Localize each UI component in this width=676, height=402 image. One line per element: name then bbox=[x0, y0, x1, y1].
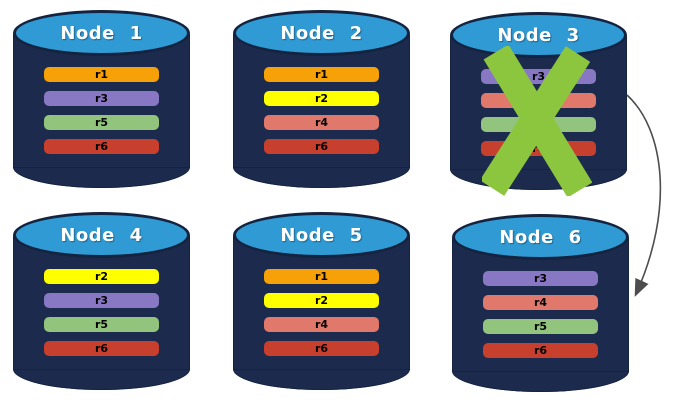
replica-row-label: r6 bbox=[94, 140, 109, 153]
replica-row: r5 bbox=[44, 317, 159, 332]
replica-row: r1 bbox=[264, 269, 379, 284]
replica-rows: r2 r3 r5 r6 bbox=[44, 269, 159, 356]
cylinder-top: Node 3 bbox=[450, 12, 627, 58]
node-title: Node 6 bbox=[499, 226, 582, 248]
replica-row-label: r2 bbox=[314, 92, 329, 105]
failed-x-icon bbox=[482, 46, 592, 196]
replica-rows: r1 r2 r4 r6 bbox=[264, 269, 379, 356]
db-node-6: Node 6 r3 r4 r5 r6 bbox=[452, 214, 629, 392]
node-title: Node 3 bbox=[497, 24, 580, 46]
replica-row-label: r5 bbox=[94, 318, 109, 331]
db-node-4: Node 4 r2 r3 r5 r6 bbox=[13, 212, 190, 390]
replica-row-label: r3 bbox=[94, 92, 109, 105]
db-node-3: Node 3 r3 r4 r5 r6 bbox=[450, 12, 627, 196]
replica-row-label: r3 bbox=[533, 272, 548, 285]
replica-row: r2 bbox=[44, 269, 159, 284]
replica-row-label: r1 bbox=[94, 68, 109, 81]
replica-row: r3 bbox=[44, 91, 159, 106]
replica-row: r4 bbox=[483, 295, 598, 310]
node-title: Node 5 bbox=[280, 224, 363, 246]
replica-row-label: r2 bbox=[94, 270, 109, 283]
replica-row-label: r5 bbox=[533, 320, 548, 333]
replica-row: r2 bbox=[264, 91, 379, 106]
db-node-2: Node 2 r1 r2 r4 r6 bbox=[233, 10, 410, 188]
replica-row-label: r1 bbox=[314, 270, 329, 283]
db-node-5: Node 5 r1 r2 r4 r6 bbox=[233, 212, 410, 390]
replica-rows: r1 r2 r4 r6 bbox=[264, 67, 379, 154]
replica-row-label: r2 bbox=[314, 294, 329, 307]
replica-row-label: r3 bbox=[531, 70, 546, 83]
replica-row-label: r4 bbox=[533, 296, 548, 309]
node-title: Node 2 bbox=[280, 22, 363, 44]
db-node-1: Node 1 r1 r3 r5 r6 bbox=[13, 10, 190, 188]
replica-row-label: r4 bbox=[314, 116, 329, 129]
replica-rows: r3 r4 r5 r6 bbox=[483, 271, 598, 358]
replica-row: r5 bbox=[483, 319, 598, 334]
replica-row: r6 bbox=[483, 343, 598, 358]
replica-row: r1 bbox=[264, 67, 379, 82]
cylinder-top: Node 2 bbox=[233, 10, 410, 56]
replica-row: r6 bbox=[264, 341, 379, 356]
replica-row: r4 bbox=[264, 317, 379, 332]
replica-row-label: r3 bbox=[94, 294, 109, 307]
node-title: Node 1 bbox=[60, 22, 143, 44]
replica-row-label: r6 bbox=[314, 342, 329, 355]
replica-row-label: r1 bbox=[314, 68, 329, 81]
replica-row-label: r6 bbox=[533, 344, 548, 357]
replica-row-label: r4 bbox=[314, 318, 329, 331]
replica-row-label: r6 bbox=[94, 342, 109, 355]
replica-row: r3 bbox=[44, 293, 159, 308]
cylinder-top: Node 1 bbox=[13, 10, 190, 56]
replica-row: r3 bbox=[483, 271, 598, 286]
cylinder-top: Node 6 bbox=[452, 214, 629, 260]
replica-row: r6 bbox=[44, 139, 159, 154]
replica-row-label: r5 bbox=[94, 116, 109, 129]
cylinder-top: Node 4 bbox=[13, 212, 190, 258]
replica-rows: r1 r3 r5 r6 bbox=[44, 67, 159, 154]
replica-row-label: r6 bbox=[314, 140, 329, 153]
node-title: Node 4 bbox=[60, 224, 143, 246]
replica-row: r6 bbox=[264, 139, 379, 154]
replica-row: r5 bbox=[44, 115, 159, 130]
cylinder-top: Node 5 bbox=[233, 212, 410, 258]
replica-row: r4 bbox=[264, 115, 379, 130]
replica-row: r2 bbox=[264, 293, 379, 308]
replica-row: r6 bbox=[44, 341, 159, 356]
replica-row: r1 bbox=[44, 67, 159, 82]
